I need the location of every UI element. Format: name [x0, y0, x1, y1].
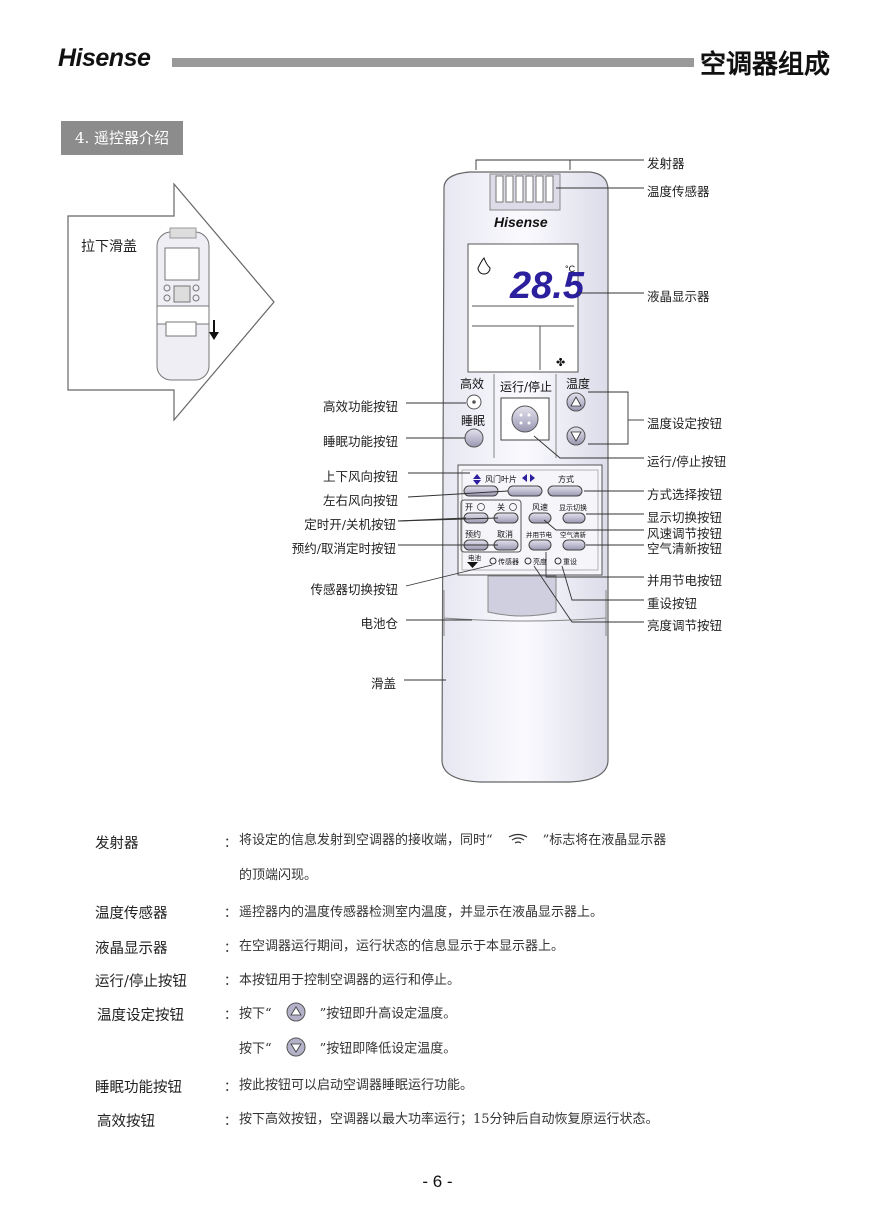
reserve-label: 预约 [465, 529, 481, 539]
reset-label: 重设 [563, 557, 577, 566]
page-title: 空调器组成 [700, 50, 831, 80]
callout-power-save: 并用节电按钮 [647, 573, 723, 588]
callout-sleep: 睡眠功能按钮 [322, 434, 398, 449]
temp-label: 温度 [566, 376, 590, 391]
off-label: 关 [497, 502, 505, 512]
desc-term-emitter: 发射器 [95, 836, 139, 852]
lcd-temperature: 28.5 [509, 265, 585, 307]
slide-cover-label: 拉下滑盖 [81, 239, 137, 255]
fan-speed-button[interactable] [528, 512, 552, 524]
desc-colon: ： [224, 1008, 238, 1023]
callout-lcd: 液晶显示器 [647, 289, 710, 304]
desc-text-sleep: 按此按钮可以启动空调器睡眠运行功能。 [239, 1078, 474, 1093]
callout-battery: 电池仓 [360, 616, 398, 631]
callout-temp-set: 温度设定按钮 [647, 416, 723, 431]
desc-text-temp-sensor: 遥控器内的温度传感器检测室内温度，并显示在液晶显示器上。 [239, 905, 604, 920]
louver-label: 风门叶片 [485, 474, 517, 484]
desc-colon: ： [224, 974, 238, 989]
callout-slide-cover: 滑盖 [370, 676, 396, 691]
display-label: 显示切换 [559, 503, 587, 512]
callout-up-down: 上下风向按钮 [322, 469, 398, 484]
callout-sensor-switch: 传感器切换按钮 [310, 582, 398, 597]
desc-text-emitter-a: 将设定的信息发射到空调器的接收端，同时“ [239, 833, 493, 848]
desc-colon: ： [224, 906, 238, 921]
battery-label: 电池 [468, 553, 482, 562]
callout-reset: 重设按钮 [647, 596, 698, 611]
desc-text-temp-up-a: 按下“ [239, 1006, 272, 1022]
save-label: 并用节电 [526, 530, 553, 539]
desc-text-temp-up: 按下“ ”按钮即升高设定温度。 [239, 1002, 456, 1026]
header-divider [172, 58, 694, 67]
sleep-button[interactable] [464, 428, 484, 448]
desc-text-temp-down-a: 按下“ [239, 1041, 272, 1057]
desc-text-lcd: 在空调器运行期间，运行状态的信息显示于本显示器上。 [239, 939, 565, 954]
cancel-label: 取消 [497, 529, 513, 539]
desc-term-temp-set: 温度设定按钮 [97, 1008, 184, 1024]
mode-button[interactable] [547, 485, 583, 497]
desc-term-lcd: 液晶显示器 [95, 941, 168, 957]
high-label: 高效 [460, 376, 484, 391]
fan-icon: ✤ [556, 356, 565, 369]
desc-text-temp-down: 按下“ ”按钮即降低设定温度。 [239, 1037, 456, 1061]
section-heading: 4. 遥控器介绍 [61, 121, 183, 155]
callout-emitter: 发射器 [647, 156, 685, 171]
remote-brand: Hisense [494, 214, 548, 230]
display-switch-button[interactable] [562, 512, 586, 524]
callout-mode: 方式选择按钮 [647, 487, 723, 502]
page-number: - 6 - [422, 1172, 453, 1191]
desc-colon: ： [224, 1114, 238, 1129]
power-save-button[interactable] [528, 539, 552, 551]
desc-term-temp-sensor: 温度传感器 [95, 906, 168, 922]
desc-text-emitter: 将设定的信息发射到空调器的接收端，同时“ ”标志将在液晶显示器 [239, 829, 666, 849]
air-label: 空气清新 [560, 530, 587, 539]
signal-icon [507, 833, 529, 849]
callout-high: 高效功能按钮 [322, 399, 398, 414]
air-fresh-button[interactable] [562, 539, 586, 551]
desc-text-high: 按下高效按钮，空调器以最大功率运行；15分钟后自动恢复原运行状态。 [239, 1112, 659, 1127]
desc-term-high: 高效按钮 [97, 1114, 155, 1130]
desc-text-run-stop: 本按钮用于控制空调器的运行和停止。 [239, 973, 461, 988]
callout-run-stop: 运行/停止按钮 [647, 454, 727, 469]
remote-control-illustration: Hisense 28.5 °C ✤ 高效 运行/停止 温度 睡眠 风门叶片 方式… [397, 159, 644, 783]
speed-label: 风速 [532, 503, 548, 512]
callout-temp-sensor: 温度传感器 [647, 184, 710, 199]
sleep-label: 睡眠 [461, 414, 485, 428]
reset-button[interactable] [554, 557, 562, 565]
left-right-louver-button[interactable] [507, 485, 543, 497]
sensor-label: 传感器 [498, 557, 519, 566]
temp-up-icon [286, 1002, 306, 1026]
slide-cover-illustration [67, 182, 275, 422]
callout-timer: 定时开/关机按钮 [304, 517, 396, 532]
callout-reserve: 预约/取消定时按钮 [291, 541, 396, 556]
desc-term-run-stop: 运行/停止按钮 [95, 974, 187, 990]
brightness-button[interactable] [524, 557, 532, 565]
desc-colon: ： [224, 836, 238, 851]
up-down-louver-button[interactable] [463, 485, 499, 497]
temp-down-icon [286, 1037, 306, 1061]
desc-text-emitter-b: ”标志将在液晶显示器 [542, 833, 667, 848]
lcd-unit: °C [565, 264, 576, 274]
callout-air-fresh: 空气清新按钮 [647, 541, 723, 556]
desc-colon: ： [224, 941, 238, 956]
callout-fan-speed: 风速调节按钮 [647, 526, 723, 541]
desc-colon: ： [224, 1080, 238, 1095]
callout-left-right: 左右风向按钮 [322, 493, 398, 508]
desc-text-temp-up-b: ”按钮即升高设定温度。 [319, 1006, 457, 1022]
desc-text-emitter-line2: 的顶端闪现。 [239, 868, 318, 883]
mode-label: 方式 [558, 474, 574, 484]
callout-brightness: 亮度调节按钮 [647, 618, 723, 633]
desc-term-sleep: 睡眠功能按钮 [95, 1080, 182, 1096]
on-label: 开 [465, 503, 473, 512]
bright-label: 亮度 [533, 557, 547, 566]
desc-text-temp-down-b: ”按钮即降低设定温度。 [319, 1041, 457, 1057]
run-label: 运行/停止 [500, 379, 552, 394]
callout-display-switch: 显示切换按钮 [647, 510, 723, 525]
brand-logo: Hisense [58, 44, 151, 72]
